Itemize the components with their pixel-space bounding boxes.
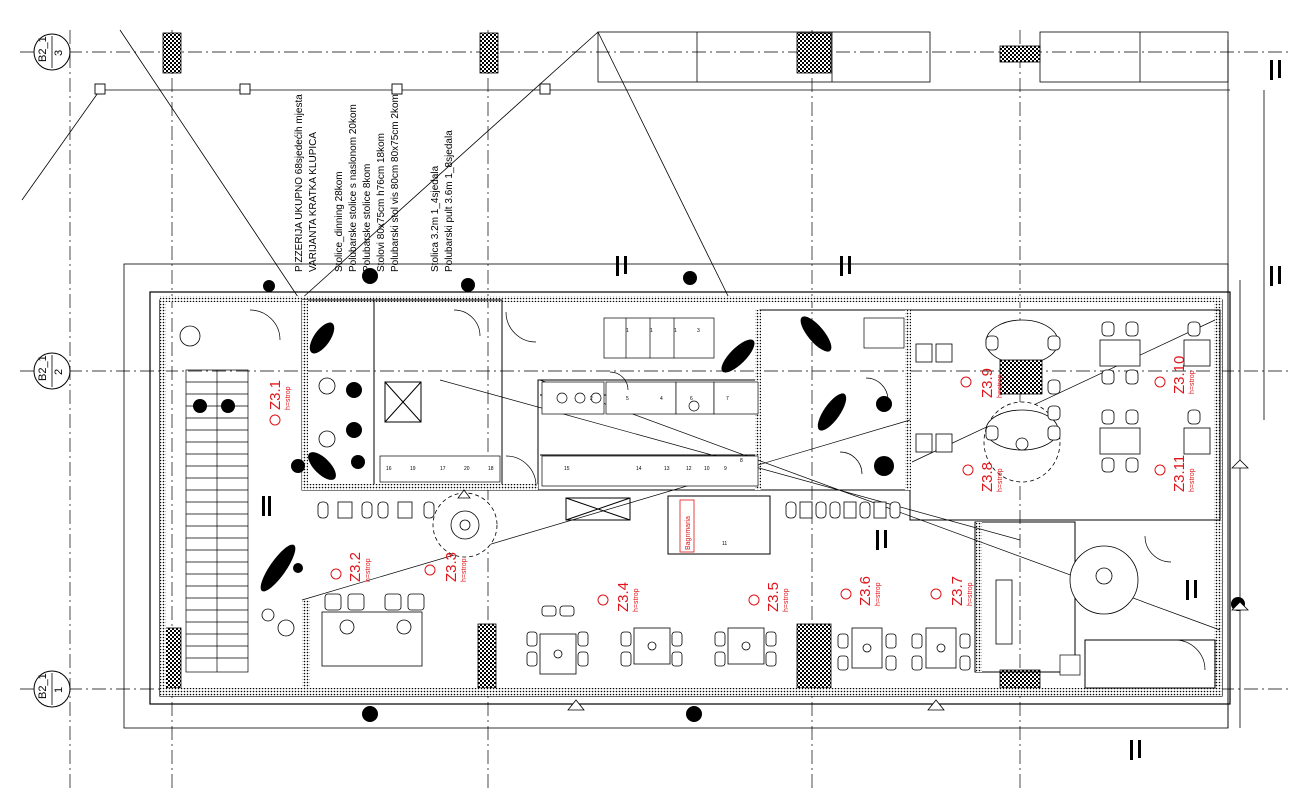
- note-semibar-backrest: Polubarske stolice s naslonom 20kom: [348, 104, 359, 272]
- kitchen-number: 9: [724, 466, 727, 472]
- kitchen-number: 6: [690, 396, 693, 402]
- kitchen-number: 13: [664, 466, 670, 472]
- axis-bubble-1-top: B2_1: [37, 673, 49, 699]
- note-semibar-table: Polubarski stol vis 80cm 80x75cm 2kom: [390, 94, 401, 272]
- kitchen-number: 15: [564, 466, 570, 472]
- axis-bubble-1: B2_1 1: [33, 670, 71, 708]
- svg-text:Z3.6: Z3.6: [857, 576, 874, 606]
- staircase: [185, 369, 249, 673]
- svg-text:Z3.11: Z3.11: [1171, 455, 1188, 492]
- door-swings: [260, 316, 847, 592]
- dark-chairs: [193, 268, 1245, 722]
- zone-z3-11: Z3.11 h=strop: [1154, 455, 1196, 492]
- note-semibar: Polubarske stolice 8kom: [362, 164, 373, 272]
- svg-text:h=strop: h=strop: [783, 588, 790, 612]
- axis-bubble-2-bottom: 2: [53, 369, 65, 375]
- upper-context: [21, 29, 1265, 729]
- kitchen-number: 1: [674, 328, 677, 334]
- svg-text:Z3.2: Z3.2: [347, 552, 364, 582]
- zone-z3-10: Z3.10 h=strop: [1154, 356, 1196, 394]
- kitchen-number: 1: [650, 328, 653, 334]
- note-chair-bench: Stolica 3.2m 1_4sjedala: [430, 165, 441, 272]
- zone-z3-7: Z3.7 h=strop: [930, 576, 974, 606]
- kitchen-number: 20: [464, 466, 470, 472]
- axis-bubble-2: B2_1 2: [33, 352, 71, 390]
- svg-text:h=strop: h=strop: [967, 582, 974, 606]
- zone-z3-3: Z3.3 h=strop: [424, 552, 468, 582]
- svg-text:Z3.7: Z3.7: [949, 576, 966, 606]
- svg-text:Z3.3: Z3.3: [443, 552, 460, 582]
- right-room-furniture: [983, 319, 1211, 645]
- zone-z3-5: Z3.5 h=strop: [748, 582, 790, 612]
- zone-z3-6: Z3.6 h=strop: [840, 576, 882, 606]
- axis-bubble-3-top: B2_1: [37, 36, 49, 62]
- round-elements: [179, 325, 498, 637]
- svg-text:h=strop: h=strop: [1189, 370, 1196, 394]
- kitchen-equipment: [379, 317, 1081, 676]
- note-total: PIZZERIJA UKUPNO 68sjedećih mjesta: [294, 94, 305, 272]
- bagnmaria-box: Bagnmaria: [679, 499, 695, 553]
- kitchen-number: 5: [626, 396, 629, 402]
- svg-text:h=strop: h=strop: [461, 558, 468, 582]
- note-dining-chairs: Stolice_dinning 28kom: [334, 171, 345, 272]
- kitchen-number: 3: [697, 328, 700, 334]
- kitchen-number: 10: [704, 466, 710, 472]
- axis-bubble-2-top: B2_1: [37, 355, 49, 381]
- kitchen-number: 11: [722, 541, 727, 547]
- svg-text:Z3.9: Z3.9: [979, 368, 996, 398]
- bar-stools: [317, 343, 953, 519]
- axis-bubble-3: B2_1 3: [33, 33, 71, 71]
- svg-text:h=strop: h=strop: [365, 558, 372, 582]
- svg-text:Bagnmaria: Bagnmaria: [685, 516, 692, 550]
- note-variant: VARIJANTA KRATKA KLUPICA: [308, 132, 319, 272]
- kitchen-numbers: 1 1 1 3 2 4 5 6 7 8 9 10 11 12 13 14 15 …: [386, 328, 743, 547]
- svg-text:Z3.5: Z3.5: [765, 582, 782, 612]
- axis-bubble-1-bottom: 1: [53, 687, 65, 693]
- zone-z3-1: Z3.1 h=strop: [267, 380, 292, 426]
- svg-text:Z3.1: Z3.1: [267, 380, 284, 410]
- note-tables: Stolovi 80x75cm h76cm 18kom: [376, 133, 387, 272]
- zone-z3-2: Z3.2 h=strop: [330, 552, 372, 582]
- kitchen-number: 14: [636, 466, 642, 472]
- axis-bubble-3-bottom: 3: [53, 50, 65, 56]
- svg-text:h=strop: h=strop: [997, 468, 1004, 492]
- zone-z3-4: Z3.4 h=strop: [597, 582, 640, 612]
- kitchen-number: 19: [410, 466, 416, 472]
- kitchen-number: 17: [440, 466, 446, 472]
- kitchen-number: 4: [660, 396, 663, 402]
- svg-text:Z3.4: Z3.4: [615, 582, 632, 612]
- svg-text:h=strop: h=strop: [1189, 468, 1196, 492]
- svg-text:h=strop: h=strop: [633, 588, 640, 612]
- kitchen-number: 8: [740, 458, 743, 464]
- zone-z3-8: Z3.8 h=strop: [962, 462, 1004, 492]
- kitchen-number: 1: [626, 328, 629, 334]
- kitchen-number: 16: [386, 466, 392, 472]
- svg-text:h=strop: h=strop: [875, 582, 882, 606]
- seating-notes: PIZZERIJA UKUPNO 68sjedećih mjesta VARIJ…: [294, 94, 455, 272]
- wall-hatching: [160, 296, 1222, 696]
- zone-z3-9: Z3.9 h=strop: [960, 368, 1004, 398]
- kitchen-number: 2: [590, 396, 593, 402]
- kitchen-number: 18: [488, 466, 494, 472]
- svg-text:Z3.10: Z3.10: [1171, 356, 1188, 394]
- columns: [162, 32, 1041, 689]
- markers: [457, 459, 1249, 711]
- svg-text:h=strop: h=strop: [997, 374, 1004, 398]
- zone-labels: Z3.1 h=strop Z3.2 h=strop Z3.3 h=strop Z…: [267, 356, 1196, 612]
- annotation-blocks: [262, 60, 1281, 760]
- kitchen-number: 12: [686, 466, 692, 472]
- kitchen-number: 7: [726, 396, 729, 402]
- note-bar-counter: Polubarski pult 3.6m 1_8sjedala: [444, 130, 455, 272]
- svg-text:h=strop: h=strop: [285, 386, 292, 410]
- top-posts: [94, 83, 551, 95]
- door-arcs: [249, 309, 1206, 671]
- svg-text:Z3.8: Z3.8: [979, 462, 996, 492]
- dining-tables: [321, 593, 971, 675]
